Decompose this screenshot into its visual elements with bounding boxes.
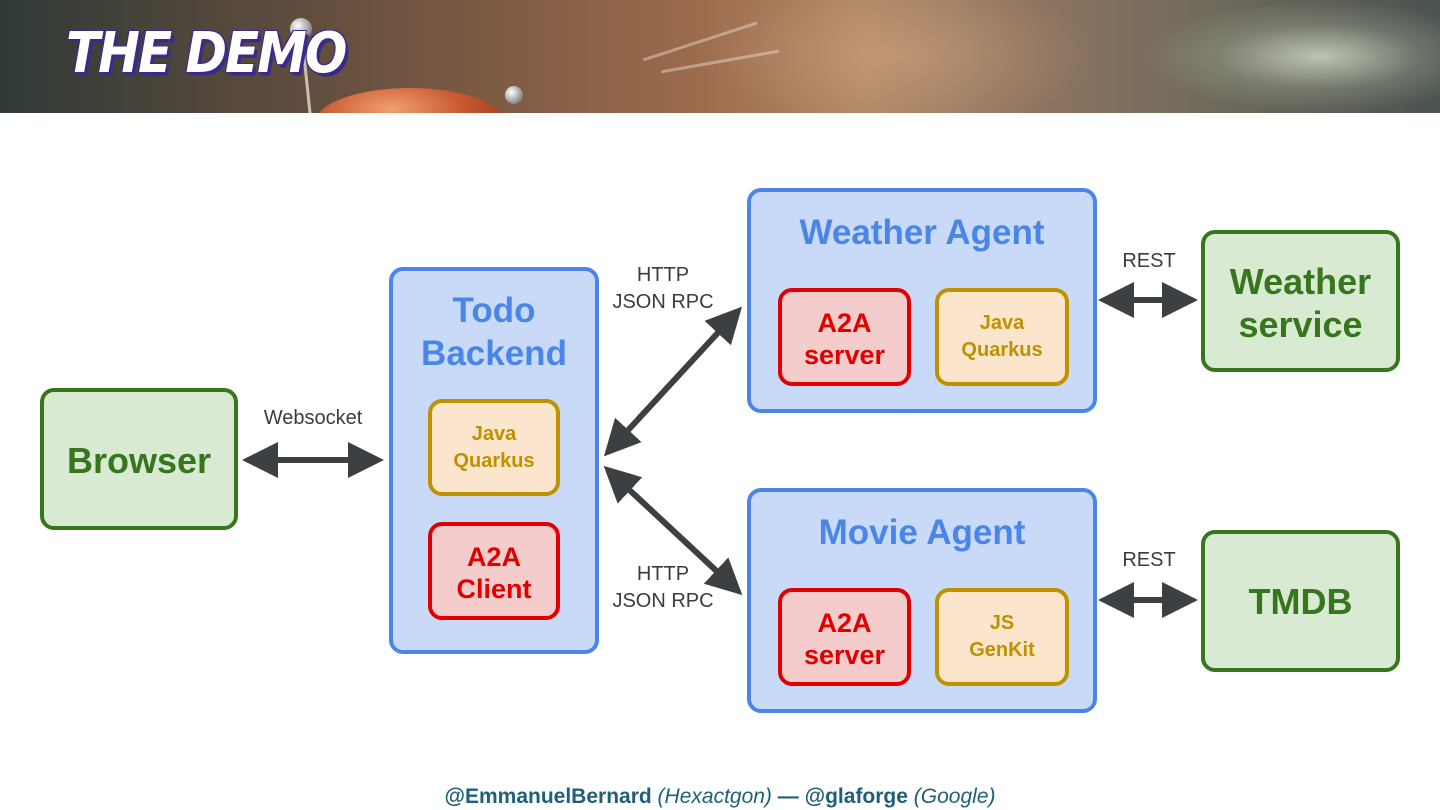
speaker-credits: @EmmanuelBernard (Hexactgon) — @glaforge…	[0, 785, 1440, 809]
weather-service-label: Weather service	[1229, 261, 1372, 345]
movie-js-genkit-label: JS GenKit	[969, 612, 1035, 661]
slide-title: THE DEMO	[66, 20, 347, 86]
speaker2-handle: @glaforge	[804, 785, 908, 808]
weather-java-quarkus-node: Java Quarkus	[935, 288, 1069, 386]
speaker1-handle: @EmmanuelBernard	[444, 785, 652, 808]
header-banner: THE DEMO	[0, 0, 1440, 113]
banner-glow	[700, 0, 1100, 113]
browser-node: Browser	[40, 388, 238, 530]
movie-rpc-arrow	[603, 465, 743, 596]
todo-backend-node: Todo Backend Java Quarkus A2A Client	[389, 267, 599, 654]
tmdb-node: TMDB	[1201, 530, 1400, 672]
movie-js-genkit-node: JS GenKit	[935, 588, 1069, 686]
movie-a2a-server-node: A2A server	[778, 588, 911, 686]
speaker1-org: (Hexactgon)	[657, 785, 772, 808]
banner-window-glow	[1140, 0, 1440, 113]
movie-agent-node: Movie Agent A2A server JS GenKit	[747, 488, 1097, 713]
weather-service-node: Weather service	[1201, 230, 1400, 372]
movie-agent-label: Movie Agent	[818, 513, 1026, 552]
todo-a2a-client-node: A2A Client	[428, 522, 560, 620]
http-json-rpc-movie-label: HTTP JSON RPC	[612, 563, 714, 612]
weather-rpc-arrow	[603, 306, 743, 457]
weather-agent-label: Weather Agent	[799, 213, 1045, 252]
weather-a2a-server-label: A2A server	[803, 308, 886, 370]
movie-a2a-server-label: A2A server	[803, 608, 886, 670]
todo-java-quarkus-label: Java Quarkus	[453, 423, 535, 472]
browser-label: Browser	[66, 440, 212, 481]
weather-java-quarkus-label: Java Quarkus	[961, 312, 1043, 361]
todo-backend-label: Todo Backend	[421, 291, 567, 373]
websocket-label: Websocket	[263, 407, 363, 429]
robot-antenna-ball	[505, 86, 523, 104]
rest-tmdb-label: REST	[1122, 549, 1176, 571]
http-json-rpc-weather-label: HTTP JSON RPC	[612, 264, 714, 313]
todo-a2a-client-label: A2A Client	[456, 542, 532, 604]
weather-agent-node: Weather Agent A2A server Java Quarkus	[747, 188, 1097, 413]
todo-java-quarkus-node: Java Quarkus	[428, 399, 560, 496]
robot-antenna-ball	[290, 18, 312, 40]
rest-weather-label: REST	[1122, 250, 1176, 272]
tmdb-label: TMDB	[1248, 581, 1353, 622]
credits-separator: —	[777, 785, 799, 808]
weather-a2a-server-node: A2A server	[778, 288, 911, 386]
speaker2-org: (Google)	[913, 785, 996, 808]
